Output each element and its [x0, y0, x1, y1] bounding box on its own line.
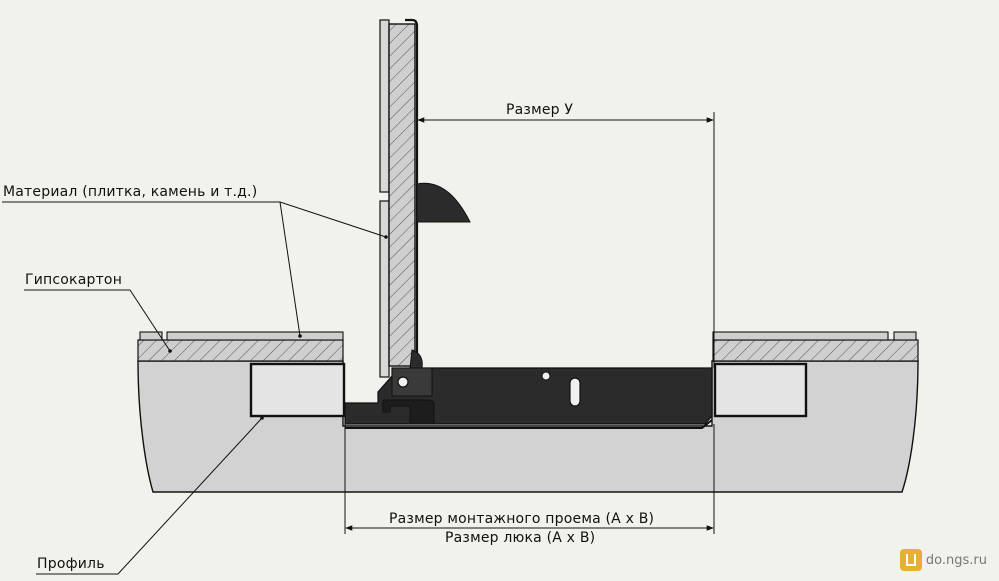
label-hatch-size: Размер люка (А х В) — [445, 530, 596, 546]
leader-dot-drywall — [168, 349, 172, 353]
hatch-frame — [344, 367, 713, 425]
watermark-text: do.ngs.ru — [925, 552, 987, 568]
label-profile: Профиль — [37, 556, 105, 572]
leader-drywall — [24, 289, 171, 352]
hatch-frame-lower-edge — [345, 419, 713, 429]
ngs-logo-icon — [899, 549, 922, 571]
door-leaf-hatched — [388, 23, 416, 367]
profile-right — [713, 362, 808, 418]
label-size-y: Размер У — [506, 102, 574, 118]
gypsum-left-b — [166, 331, 344, 341]
profile-left — [249, 362, 346, 418]
frame-hole — [541, 371, 551, 381]
door-tile-lower — [379, 200, 390, 378]
hinge-pin — [397, 376, 409, 388]
gypsum-right-b — [893, 331, 917, 341]
frame-slot — [569, 377, 581, 407]
leader-material — [2, 201, 387, 238]
label-drywall: Гипсокартон — [25, 272, 123, 288]
door-tile-upper — [379, 19, 390, 193]
gypsum-right-a — [712, 331, 889, 341]
leader-dot-profile — [260, 416, 264, 420]
material-layer-right — [712, 339, 919, 362]
door-frame-edge — [405, 18, 419, 364]
watermark: do.ngs.ru — [899, 549, 987, 571]
label-material: Материал (плитка, камень и т.д.) — [3, 184, 258, 200]
leader-profile — [36, 417, 263, 575]
leader-dot-material-2 — [298, 334, 302, 338]
lock-handle — [416, 182, 471, 223]
lock-foot — [409, 349, 423, 369]
gypsum-left-a — [139, 331, 163, 341]
hinge-bracket — [382, 399, 435, 425]
leader-dot-material-1 — [384, 235, 388, 239]
leader-material-2 — [279, 201, 301, 337]
label-opening-size: Размер монтажного проема (А х В) — [389, 511, 655, 527]
